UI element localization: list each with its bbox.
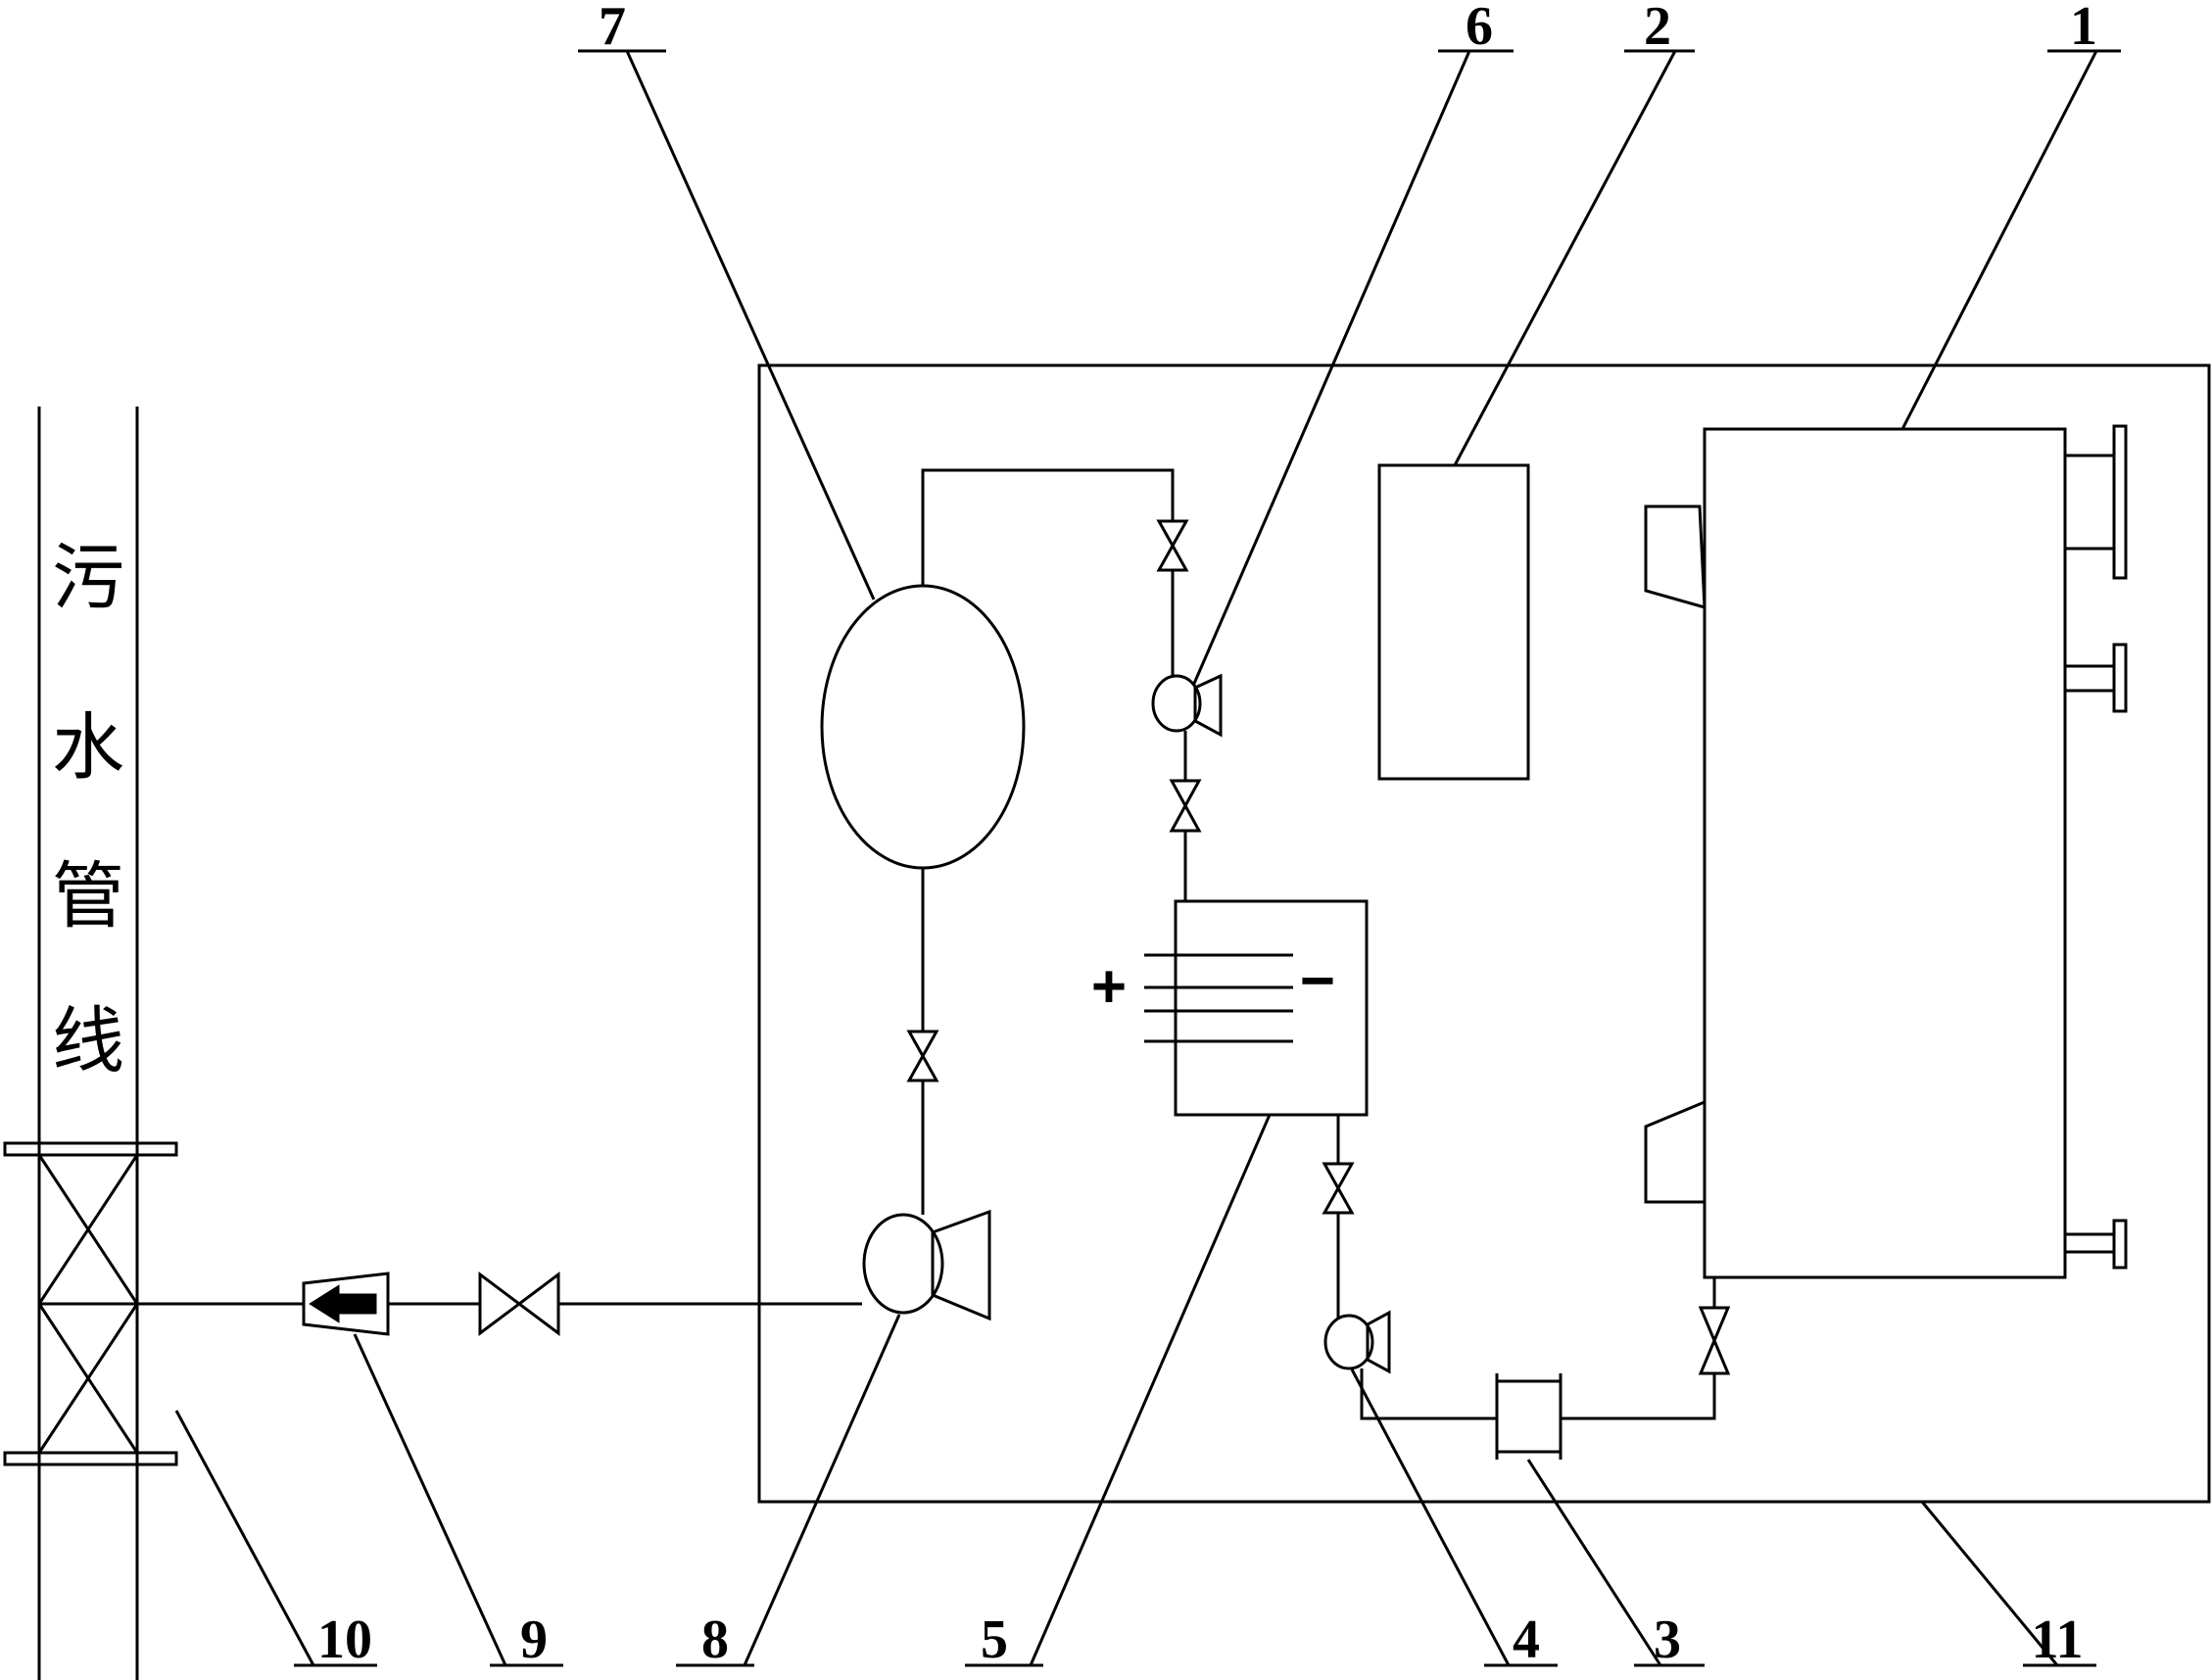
electrolyzer-minus-sign: − [1300,947,1335,1015]
filter-3 [1495,1373,1563,1460]
callout-7: 7 [599,0,626,57]
leader-2: 2 [1453,0,1695,466]
pump-8 [862,1209,991,1321]
pump-6 [1151,673,1223,738]
callout-8: 8 [701,1609,729,1670]
callout-6: 6 [1466,0,1493,57]
leader-5: 5 [965,1114,1272,1670]
pipeline-label-char-3: 管 [52,854,124,938]
valve-top [1156,519,1189,572]
valve-tank-pump8 [906,1030,939,1082]
leader-4: 4 [1350,1368,1558,1670]
callout-1: 1 [2070,0,2097,57]
enclosure-11 [757,363,2211,1504]
pipeline-label-char-2: 水 [52,705,124,790]
callout-2: 2 [1644,0,1671,57]
callout-3: 3 [1654,1609,1681,1670]
pipeline-label: 污 水 管 线 [52,536,124,1083]
flow-indicator-9 [302,1272,390,1336]
leader-6: 6 [1191,0,1514,687]
valve-pump6-electrolyzer [1169,779,1202,833]
leader-9: 9 [353,1333,563,1670]
box-2 [1377,463,1530,781]
callout-11: 11 [2032,1609,2084,1670]
tank-1 [1644,424,2128,1279]
pipeline-label-char-4: 线 [52,999,124,1083]
electrolyzer-plus-sign: + [1091,953,1127,1021]
leader-10: 10 [174,1410,377,1670]
leader-7: 7 [578,0,876,600]
pipeline-label-char-1: 污 [52,536,124,620]
electrolyzer-5: + − [1091,899,1369,1117]
callout-4: 4 [1513,1609,1540,1670]
leader-8: 8 [676,1314,901,1670]
callout-9: 9 [520,1609,548,1670]
callout-5: 5 [981,1609,1008,1670]
valve-filter-tank1 [1698,1306,1731,1375]
tank-7 [820,584,1026,870]
valve-electrolyzer-pump4 [1322,1162,1355,1215]
callout-10: 10 [317,1609,372,1670]
leader-3: 3 [1526,1459,1705,1670]
pump-4 [1323,1310,1391,1374]
leader-11: 11 [1920,1501,2096,1670]
valve-discharge [478,1272,560,1336]
leader-1: 1 [1900,0,2121,430]
